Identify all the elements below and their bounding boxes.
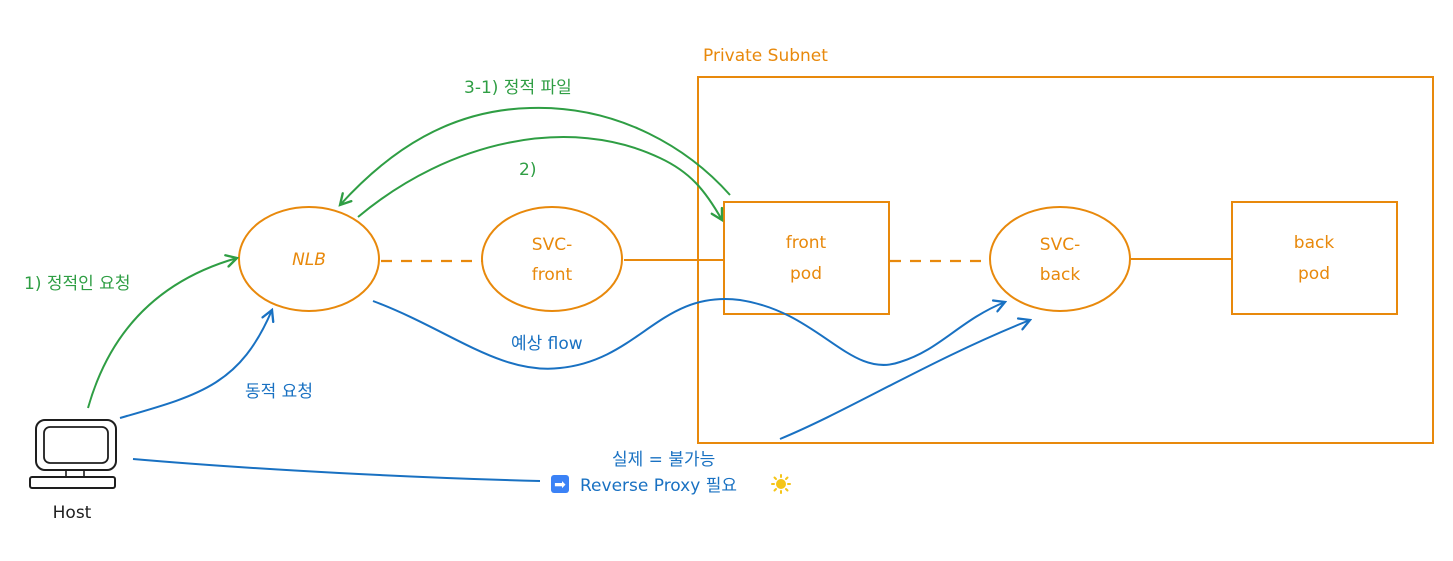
host-label: Host [53, 503, 92, 523]
step2-forward-arrow [357, 136, 722, 220]
svc-front-label-line2: front [532, 265, 573, 285]
static-request-arrow [87, 258, 237, 409]
computer-icon[interactable] [29, 419, 117, 489]
back-pod-label-line1: back [1294, 233, 1335, 253]
svc-back-node[interactable] [989, 206, 1131, 312]
private-subnet-box [697, 76, 1434, 444]
static-file-label: 3-1) 정적 파일 [464, 78, 572, 98]
step2-label: 2) [519, 160, 536, 180]
sun-icon [771, 474, 791, 494]
expected-flow-label: 예상 flow [511, 334, 583, 354]
private-subnet-title: Private Subnet [703, 46, 828, 66]
dynamic-request-arrow [119, 310, 272, 419]
svc-back-label-line1: SVC- [1040, 235, 1080, 255]
back-pod-label-line2: pod [1298, 264, 1330, 284]
host-direct-line [132, 458, 541, 482]
nlb-label: NLB [292, 250, 326, 270]
static-request-label: 1) 정적인 요청 [24, 274, 130, 294]
arrow-emoji-glyph: ➡ [554, 477, 566, 493]
reverse-proxy-label: Reverse Proxy 필요 [580, 476, 737, 496]
back-pod-node[interactable] [1231, 201, 1398, 315]
expected-flow-arrow [372, 298, 1005, 370]
dynamic-request-label: 동적 요청 [245, 382, 313, 402]
actual-flow-arrow [779, 320, 1030, 440]
front-pod-node[interactable] [723, 201, 890, 315]
reality-label: 실제 = 불가능 [612, 450, 715, 470]
arrow-emoji-box [551, 475, 569, 493]
svc-front-label-line1: SVC- [532, 235, 572, 255]
front-pod-label-line2: pod [790, 264, 822, 284]
svc-front-node[interactable] [481, 206, 623, 312]
svc-back-label-line2: back [1040, 265, 1081, 285]
front-pod-label-line1: front [786, 233, 827, 253]
static-file-return-arrow [340, 106, 731, 205]
